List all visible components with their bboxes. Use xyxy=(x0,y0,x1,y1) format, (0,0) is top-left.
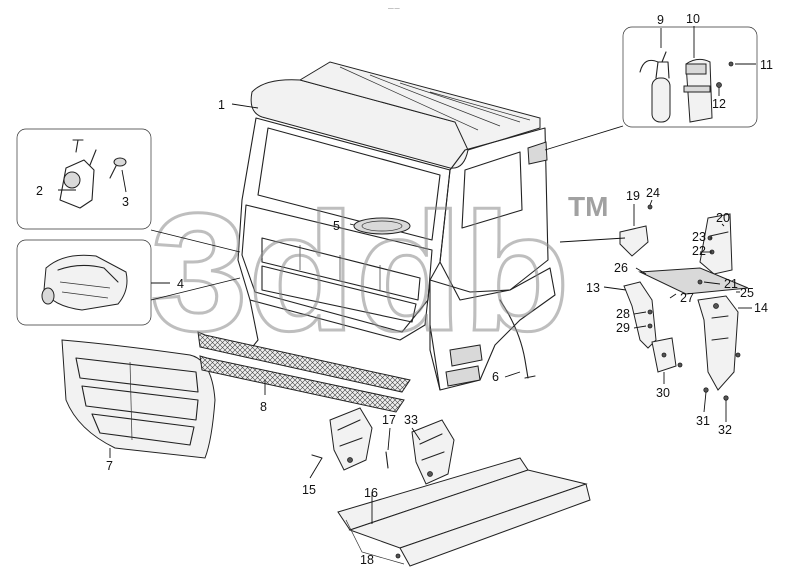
inset-box-switch xyxy=(16,128,152,230)
air-duct xyxy=(41,254,128,311)
callout-12: 12 xyxy=(712,97,726,111)
callout-14: 14 xyxy=(754,301,768,315)
watermark-trademark: TM xyxy=(568,191,608,222)
inset-box-extinguisher xyxy=(622,26,758,128)
callout-30: 30 xyxy=(656,386,670,400)
watermark: 3ddb TM xyxy=(149,177,609,368)
cross-member xyxy=(337,457,591,567)
callout-labels: 1 2 3 4 5 6 7 8 9 10 11 12 13 14 15 16 1… xyxy=(36,12,773,567)
callout-10: 10 xyxy=(686,12,700,26)
cab-body xyxy=(237,61,556,391)
bracket-screw xyxy=(728,61,734,67)
callout-19: 19 xyxy=(626,189,640,203)
callout-26: 26 xyxy=(614,261,628,275)
callout-24: 24 xyxy=(646,186,660,200)
callout-28: 28 xyxy=(616,307,630,321)
callout-9: 9 xyxy=(657,13,664,27)
callout-4: 4 xyxy=(177,277,184,291)
callout-20: 20 xyxy=(716,211,730,225)
callout-33: 33 xyxy=(404,413,418,427)
callout-23: 23 xyxy=(692,230,706,244)
callout-29: 29 xyxy=(616,321,630,335)
hinge-right xyxy=(411,419,455,485)
emblem xyxy=(353,217,411,235)
hinge-left xyxy=(329,407,373,471)
callout-8: 8 xyxy=(260,400,267,414)
callout-13: 13 xyxy=(586,281,600,295)
callout-3: 3 xyxy=(122,195,129,209)
callout-6: 6 xyxy=(492,370,499,384)
fire-extinguisher xyxy=(639,51,671,123)
bar-26 xyxy=(638,267,749,295)
callout-32: 32 xyxy=(718,423,732,437)
callout-18: 18 xyxy=(360,553,374,567)
callout-7: 7 xyxy=(106,459,113,473)
callout-17: 17 xyxy=(382,413,396,427)
callout-2: 2 xyxy=(36,184,43,198)
plate-30 xyxy=(651,337,683,373)
callout-27: 27 xyxy=(680,291,694,305)
callout-5: 5 xyxy=(333,219,340,233)
nut-32 xyxy=(723,395,729,401)
inset-box-air-duct xyxy=(16,239,152,326)
washer-32 xyxy=(735,352,741,358)
bracket-20 xyxy=(699,213,733,275)
front-grille xyxy=(61,339,216,459)
leader-lines xyxy=(58,26,756,524)
grab-handle xyxy=(499,299,536,379)
bracket-bolt xyxy=(716,82,722,88)
bolt-31 xyxy=(703,387,709,393)
bracket-14 xyxy=(697,295,739,391)
callout-11: 11 xyxy=(760,58,773,72)
mesh-grilles xyxy=(197,331,411,413)
extinguisher-bracket xyxy=(683,58,713,123)
screw-24 xyxy=(647,204,653,210)
header-mark: —·— xyxy=(388,6,400,12)
bolt-21 xyxy=(697,279,703,285)
callout-31: 31 xyxy=(696,414,710,428)
callout-15: 15 xyxy=(302,483,316,497)
watermark-text: 3ddb xyxy=(150,178,570,366)
callout-16: 16 xyxy=(364,486,378,500)
pin-17 xyxy=(385,451,389,469)
bolt-15 xyxy=(311,454,323,459)
bracket-19 xyxy=(619,225,649,257)
callout-1: 1 xyxy=(218,98,225,112)
callout-22: 22 xyxy=(692,244,706,258)
callout-25: 25 xyxy=(740,286,754,300)
callout-21: 21 xyxy=(724,277,738,291)
switch-assembly xyxy=(59,139,127,209)
